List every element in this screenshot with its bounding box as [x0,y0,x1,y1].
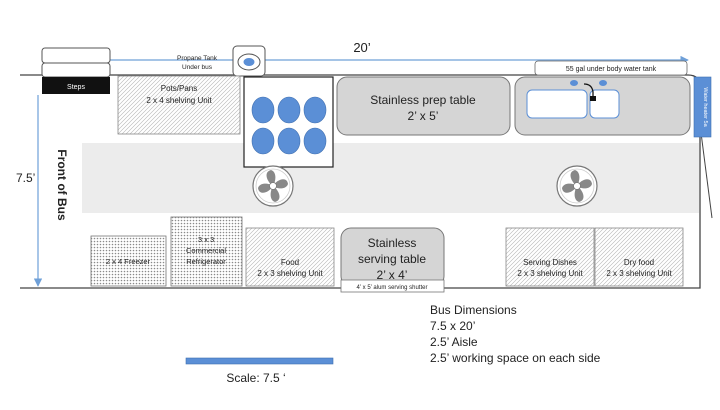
steps-rail [41,62,111,78]
faucet-icon [583,83,594,100]
faucet-spout [590,96,596,101]
scale-bar [185,357,334,365]
food-label-2: 2 x 3 shelving Unit [257,269,323,278]
serving-dishes-label-2: 2 x 3 shelving Unit [517,269,583,278]
serving-shutter [340,279,445,293]
propane-tank-icon [243,58,255,66]
dry-food-label-2: 2 x 3 shelving Unit [606,269,672,278]
steps-block [42,77,110,94]
sink-basin-2 [589,89,620,119]
wheel-front-icon [252,165,294,207]
scale-label: Scale: 7.5 ‘ [226,371,285,385]
burner-6 [303,127,327,155]
water-tank-label: 55 gal under body water tank [566,66,657,73]
fridge-label-2: Commercial [186,246,226,255]
food-label-1: Food [281,258,299,267]
pots-pans-shelving [117,75,241,135]
burner-1 [251,96,275,124]
dry-food-shelving [594,227,684,287]
bus-rear-line [699,124,713,219]
pots-pans-label-1: Pots/Pans [161,84,197,93]
water-heater-label: Water heater 5a [702,87,708,127]
food-shelving [245,227,335,287]
prep-table-label-2: 2’ x 5’ [408,109,439,123]
burner-2 [277,96,301,124]
serving-table-label-3: 2’ x 4’ [377,268,408,282]
freezer [90,235,167,287]
serving-table-label-2: serving table [358,252,426,266]
fridge-label-3: Refrigerator [186,257,226,266]
propane-label-1: Propane Tank [177,55,218,62]
bus-dimensions-title: Bus Dimensions [430,303,517,317]
serving-table-label-1: Stainless [368,236,417,250]
refrigerator [170,216,243,287]
fridge-label-1: 3 x 3 [198,235,214,244]
sink-basin-1 [526,89,588,119]
front-of-bus-label: Front of Bus [55,149,69,221]
steps-top-rail [41,47,111,64]
burners [251,96,327,155]
bus-dimensions-block: Bus Dimensions 7.5 x 20’ 2.5’ Aisle 2.5’… [430,302,600,366]
sink-knob-left [570,80,578,86]
bus-dimensions-line-2: 2.5’ Aisle [430,335,478,349]
prep-table-label-1: Stainless prep table [370,93,476,107]
dry-food-label-1: Dry food [624,258,654,267]
wheel-rear-icon [556,165,598,207]
steps-label: Steps [67,84,85,91]
water-heater [693,76,712,138]
serving-shutter-label: 4’ x 5’ alum serving shutter [357,285,428,291]
burner-4 [251,127,275,155]
freezer-label: 2 x 4 Freezer [106,257,151,266]
width-label: 7.5’ [16,171,35,185]
serving-dishes-label-1: Serving Dishes [523,258,577,267]
pots-pans-label-2: 2 x 4 shelving Unit [146,96,212,105]
sink-knob-right [599,80,607,86]
serving-dishes-shelving [505,227,595,287]
burner-5 [277,127,301,155]
bus-dimensions-line-1: 7.5 x 20’ [430,319,476,333]
length-label: 20’ [353,40,370,55]
prep-table [336,76,511,136]
bus-dimensions-line-3: 2.5’ working space on each side [430,351,601,365]
burner-3 [303,96,327,124]
water-tank-box [534,60,688,76]
aisle [82,143,699,213]
propane-label-2: Under bus [182,64,213,71]
